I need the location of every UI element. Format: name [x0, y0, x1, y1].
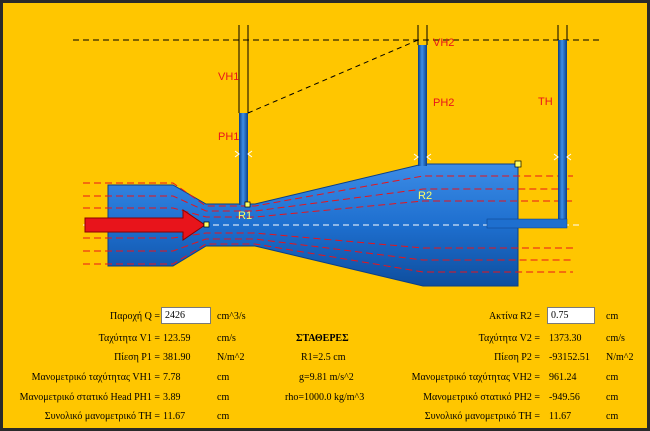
r2-value-label: Ακτίνα R2 =: [488, 311, 540, 322]
r2-handle[interactable]: [514, 160, 522, 168]
ph2-value-label: Μανομετρικό στατικό PH2 =: [423, 392, 540, 403]
v1-label: Ταχύτητα V1 =: [98, 333, 160, 344]
pitot-tube: [558, 40, 567, 228]
ph2-unit: cm: [606, 392, 619, 403]
vh1-value: 7.78: [163, 372, 181, 383]
v2-label: Ταχύτητα V2 =: [478, 333, 540, 344]
ph1-label: PH1: [218, 131, 239, 143]
th1-value-label: Συνολικό μανομετρικό TH =: [44, 411, 160, 422]
ph2-value: -949.56: [549, 392, 580, 403]
hydraulic-grade-line: [247, 39, 419, 114]
pitot-tube-probe: [486, 218, 568, 229]
th2-value-label: Συνολικό μανομετρικό TH =: [424, 411, 540, 422]
piezometer-tube-1: [239, 113, 248, 205]
constant-rho: rho=1000.0 kg/m^3: [285, 392, 365, 403]
v2-value: 1373.30: [549, 333, 582, 344]
th-label: TH: [538, 96, 553, 108]
vh1-value-label: Μανομετρικό ταχύτητας VH1 =: [31, 372, 160, 383]
p2-unit: N/m^2: [606, 352, 634, 363]
piezometer-tube-2: [418, 45, 427, 166]
flow-handle[interactable]: [203, 221, 210, 228]
break-mark-2: [413, 153, 432, 161]
th1-value: 11.67: [163, 411, 186, 422]
vh2-value: 961.24: [549, 372, 577, 383]
flow-input[interactable]: [161, 307, 211, 324]
r1-label: R1: [238, 210, 252, 222]
ph2-label: PH2: [433, 97, 454, 109]
v1-unit: cm/s: [217, 333, 236, 344]
vh1-label: VH1: [218, 71, 239, 83]
th2-unit: cm: [606, 411, 619, 422]
vh1-unit: cm: [217, 372, 230, 383]
ph1-unit: cm: [217, 392, 230, 403]
streamlines: [83, 175, 573, 273]
break-mark-1: [234, 150, 253, 158]
p1-unit: N/m^2: [217, 352, 245, 363]
vh2-unit: cm: [606, 372, 619, 383]
constant-r1: R1=2.5 cm: [301, 352, 346, 363]
venturi-panel: VH1 PH1 VH2 PH2 TH R1 R2 Παροχή Q = cm^3…: [3, 3, 647, 428]
v2-unit: cm/s: [606, 333, 625, 344]
vh2-value-label: Μανομετρικό ταχύτητας VH2 =: [411, 372, 540, 383]
flow-unit: cm^3/s: [217, 311, 246, 322]
constant-g: g=9.81 m/s^2: [299, 372, 354, 383]
r2-label: R2: [418, 190, 432, 202]
v1-value: 123.59: [163, 333, 191, 344]
th2-value: 11.67: [549, 411, 572, 422]
vh2-label: VH2: [433, 37, 454, 49]
ph1-value: 3.89: [163, 392, 181, 403]
p2-label: Πίεση P2 =: [494, 352, 540, 363]
flow-label: Παροχή Q =: [110, 311, 160, 322]
flow-arrow: [84, 209, 206, 241]
r1-handle[interactable]: [244, 201, 251, 208]
r2-unit: cm: [606, 311, 619, 322]
p1-label: Πίεση P1 =: [114, 352, 160, 363]
p1-value: 381.90: [163, 352, 191, 363]
constants-title: ΣΤΑΘΕΡΕΣ: [296, 333, 349, 344]
th1-unit: cm: [217, 411, 230, 422]
venturi-diagram: VH1 PH1 VH2 PH2 TH R1 R2: [73, 25, 603, 287]
p2-value: -93152.51: [549, 352, 590, 363]
break-mark-3: [553, 153, 572, 161]
r2-input[interactable]: [547, 307, 595, 324]
ph1-value-label: Μανομετρικό στατικό Head PH1 =: [19, 392, 160, 403]
